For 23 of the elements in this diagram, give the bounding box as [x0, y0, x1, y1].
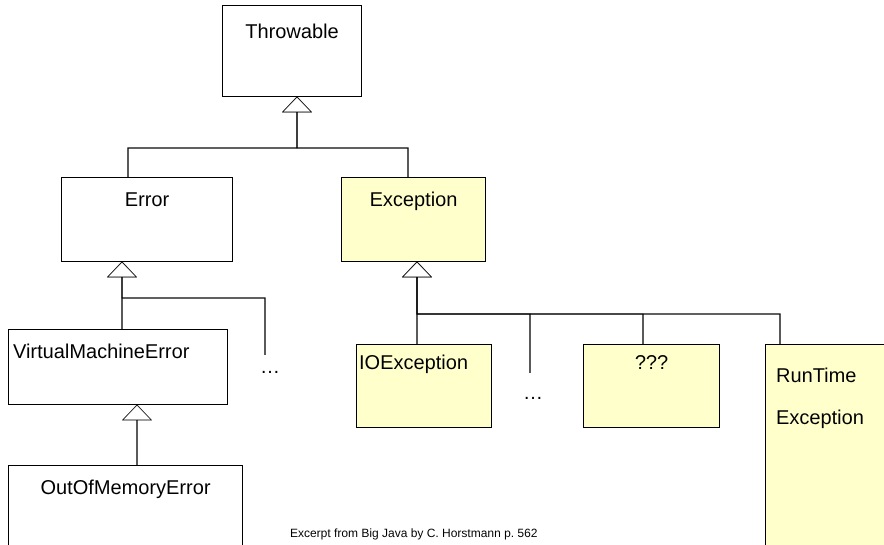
ellipsis-text: …: [522, 381, 544, 405]
class-box: [765, 344, 884, 545]
class-name: RunTime Exception: [776, 364, 865, 431]
class-name: OutOfMemoryError: [39, 476, 212, 500]
class-box: [583, 344, 720, 428]
inheritance-arrow: [122, 404, 152, 465]
class-name: Exception: [368, 188, 458, 212]
caption: Excerpt from Big Java by C. Horstmann p. 562: [290, 526, 538, 540]
class-name: ???: [634, 351, 670, 375]
class-box: [8, 465, 243, 545]
inheritance-arrow: [107, 262, 266, 355]
class-box: [8, 329, 228, 405]
class-name: IOException: [359, 351, 469, 375]
class-name: Throwable: [244, 20, 340, 44]
class-name: VirtualMachineError: [13, 340, 190, 364]
inheritance-arrow: [402, 262, 781, 344]
class-box: [222, 5, 362, 97]
class-box: [341, 177, 486, 262]
class-name: Error: [124, 188, 170, 212]
class-box: [61, 177, 233, 262]
inheritance-arrow: [282, 96, 409, 177]
ellipsis-text: …: [259, 355, 281, 379]
class-box: [356, 344, 492, 428]
